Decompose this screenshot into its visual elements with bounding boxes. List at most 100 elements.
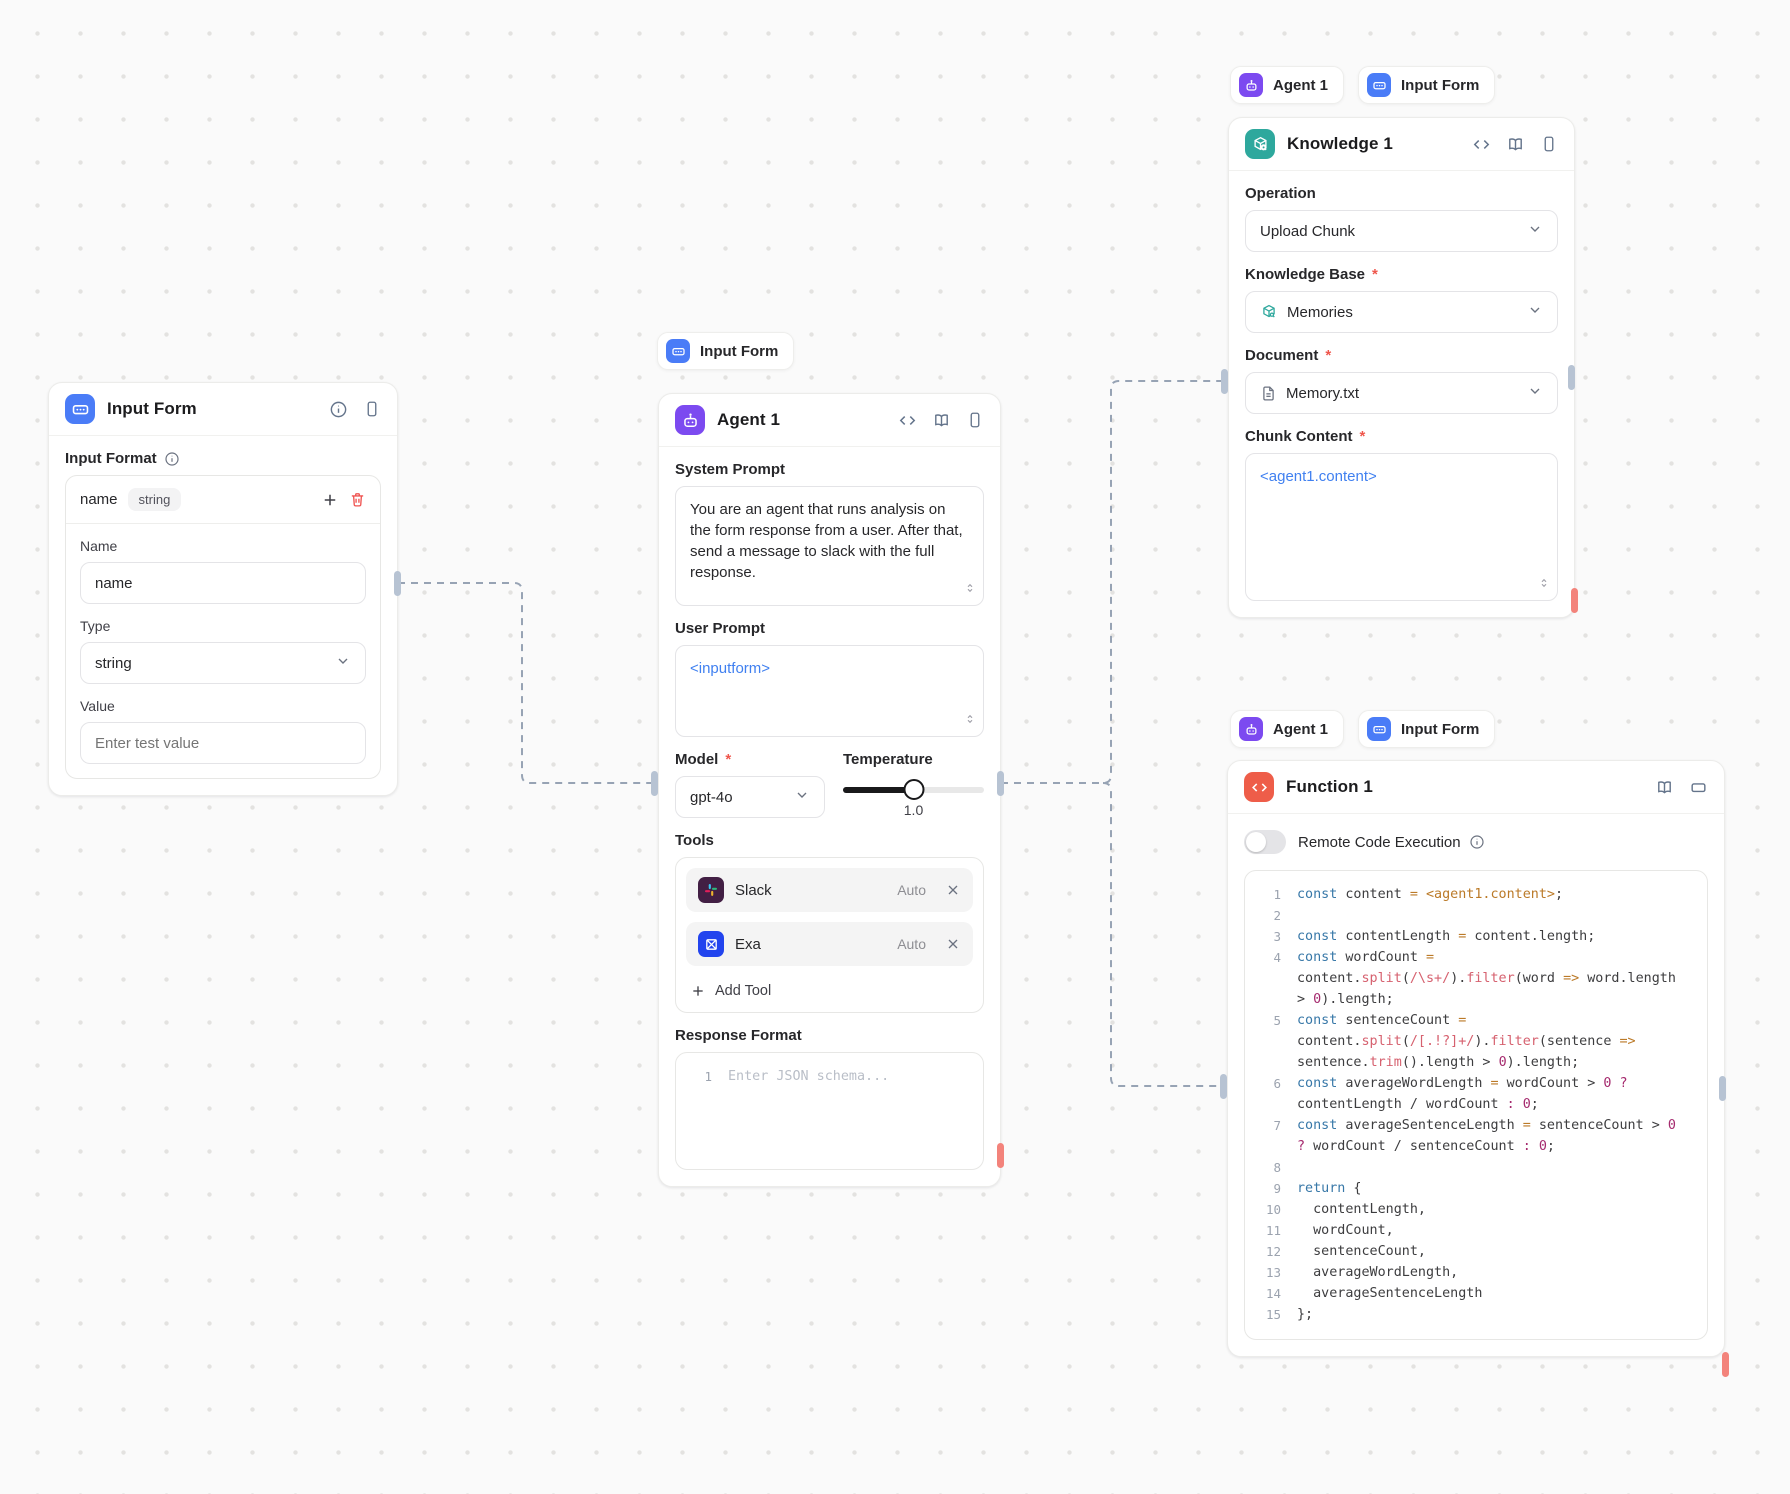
add-field-button[interactable] xyxy=(321,491,339,509)
code-view-icon[interactable] xyxy=(1472,135,1491,154)
chevron-down-icon xyxy=(1527,383,1543,403)
code-line: 13 averageWordLength, xyxy=(1257,1262,1697,1283)
node-function[interactable]: Function 1 Remote Code Execution xyxy=(1227,760,1725,1357)
document-label: Document* xyxy=(1245,347,1332,364)
node-agent[interactable]: Agent 1 System Prompt xyxy=(658,393,1001,1187)
line-number: 4 xyxy=(1273,950,1281,965)
wire-agent-knowledge[interactable] xyxy=(1001,380,1221,784)
input-form-header[interactable]: Input Form xyxy=(49,383,397,436)
port-agent-output-required[interactable] xyxy=(997,1143,1004,1168)
remove-tool-icon[interactable] xyxy=(945,936,961,952)
expand-panel-icon[interactable] xyxy=(1689,778,1708,797)
port-knowledge-required[interactable] xyxy=(1571,588,1578,613)
resize-handle-icon[interactable] xyxy=(1538,574,1550,595)
mobile-preview-icon[interactable] xyxy=(966,411,984,429)
knowledge-icon xyxy=(1245,129,1275,159)
node-title: Input Form xyxy=(107,399,197,418)
docs-icon[interactable] xyxy=(932,411,951,430)
node-chip-agent[interactable]: Agent 1 xyxy=(1230,710,1345,748)
chunk-content-textarea[interactable]: <agent1.content> xyxy=(1245,453,1558,601)
port-knowledge-input[interactable] xyxy=(1221,369,1228,394)
tools-list: Slack Auto Exa xyxy=(675,857,984,1013)
user-prompt-textarea[interactable]: <inputform> xyxy=(675,645,984,737)
info-icon[interactable] xyxy=(329,400,348,419)
function-header[interactable]: Function 1 xyxy=(1228,761,1724,814)
delete-field-button[interactable] xyxy=(349,491,366,508)
port-function-output[interactable] xyxy=(1719,1076,1726,1101)
info-icon[interactable] xyxy=(1469,834,1485,850)
code-view-icon[interactable] xyxy=(898,411,917,430)
code-line: 12 sentenceCount, xyxy=(1257,1241,1697,1262)
wire-inputform-agent[interactable] xyxy=(398,582,651,784)
port-agent-output[interactable] xyxy=(997,771,1004,796)
system-prompt-textarea[interactable]: You are an agent that runs analysis on t… xyxy=(675,486,984,606)
chip-label: Input Form xyxy=(700,342,779,360)
node-chip-agent[interactable]: Agent 1 xyxy=(1230,66,1345,104)
mobile-preview-icon[interactable] xyxy=(1540,135,1558,153)
response-format-placeholder: Enter JSON schema... xyxy=(728,1069,890,1084)
code-line: 15}; xyxy=(1257,1304,1697,1325)
input-form-icon xyxy=(1367,717,1392,741)
node-chip-input-form[interactable]: Input Form xyxy=(1358,66,1496,104)
remote-code-toggle[interactable] xyxy=(1244,830,1286,854)
name-input[interactable] xyxy=(80,562,366,604)
node-chip-input-form[interactable]: Input Form xyxy=(1358,710,1496,748)
tool-mode[interactable]: Auto xyxy=(897,936,926,952)
node-knowledge[interactable]: Knowledge 1 Operation xyxy=(1228,117,1575,618)
chunk-content-label: Chunk Content* xyxy=(1245,428,1366,445)
slider-knob[interactable] xyxy=(903,779,924,800)
wire-agent-function[interactable] xyxy=(1102,782,1220,1087)
slider-fill xyxy=(843,787,914,793)
port-function-input[interactable] xyxy=(1220,1074,1227,1099)
input-form-icon xyxy=(666,339,690,363)
test-value-input[interactable] xyxy=(80,722,366,764)
tool-row-exa[interactable]: Exa Auto xyxy=(686,922,973,966)
line-number: 1 xyxy=(1273,887,1281,902)
info-icon[interactable] xyxy=(164,451,180,467)
knowledge-header[interactable]: Knowledge 1 xyxy=(1229,118,1574,171)
tool-name: Exa xyxy=(735,935,761,953)
agent-header[interactable]: Agent 1 xyxy=(659,394,1000,447)
response-format-editor[interactable]: 1 Enter JSON schema... xyxy=(675,1052,984,1170)
resize-handle-icon[interactable] xyxy=(964,579,976,600)
knowledge-base-icon xyxy=(1260,303,1278,321)
slider-track[interactable] xyxy=(843,779,984,800)
knowledge-base-label: Knowledge Base* xyxy=(1245,266,1378,283)
tool-mode[interactable]: Auto xyxy=(897,882,926,898)
mobile-preview-icon[interactable] xyxy=(363,400,381,418)
resize-handle-icon[interactable] xyxy=(964,710,976,731)
node-title: Function 1 xyxy=(1286,777,1373,796)
remove-tool-icon[interactable] xyxy=(945,882,961,898)
line-number: 7 xyxy=(1273,1118,1281,1133)
system-prompt-label: System Prompt xyxy=(675,461,786,478)
code-line: 2 xyxy=(1257,905,1697,926)
docs-icon[interactable] xyxy=(1655,778,1674,797)
node-chip-input-form[interactable]: Input Form xyxy=(657,332,795,370)
line-number: 8 xyxy=(1273,1160,1281,1175)
port-input-form-output[interactable] xyxy=(394,571,401,596)
port-function-required[interactable] xyxy=(1722,1352,1729,1377)
document-select[interactable]: Memory.txt xyxy=(1245,372,1558,414)
temperature-label: Temperature xyxy=(843,751,933,768)
chevron-down-icon xyxy=(335,653,351,673)
port-agent-input[interactable] xyxy=(651,771,658,796)
model-select[interactable]: gpt-4o xyxy=(675,776,825,818)
temperature-value: 1.0 xyxy=(903,802,924,818)
line-number: 12 xyxy=(1265,1244,1281,1259)
field-type-badge: string xyxy=(127,488,182,511)
docs-icon[interactable] xyxy=(1506,135,1525,154)
line-number: 6 xyxy=(1273,1076,1281,1091)
file-icon xyxy=(1260,385,1277,402)
type-select[interactable]: string xyxy=(80,642,366,684)
knowledge-base-select[interactable]: Memories xyxy=(1245,291,1558,333)
tool-row-slack[interactable]: Slack Auto xyxy=(686,868,973,912)
add-tool-button[interactable]: Add Tool xyxy=(686,976,775,1002)
node-input-form[interactable]: Input Form Input Format xyxy=(48,382,398,796)
temperature-slider[interactable]: 1.0 xyxy=(843,776,984,818)
operation-select[interactable]: Upload Chunk xyxy=(1245,210,1558,252)
port-knowledge-output[interactable] xyxy=(1568,365,1575,390)
